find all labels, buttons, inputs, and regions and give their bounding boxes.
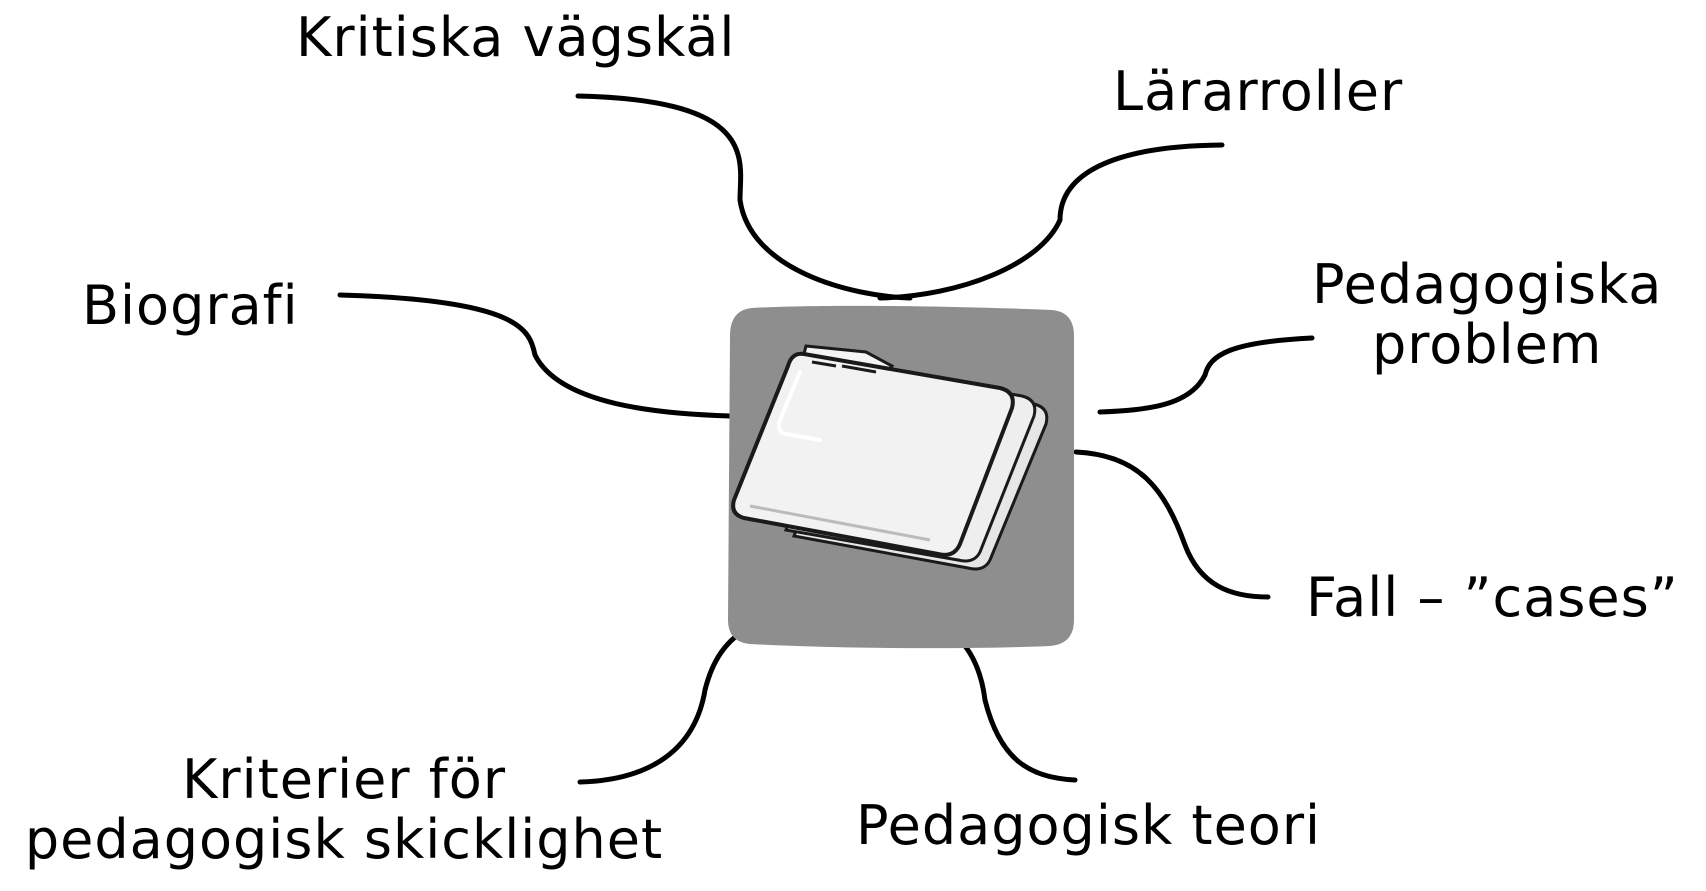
connector-fall xyxy=(1073,449,1271,600)
folder-front xyxy=(731,351,1015,557)
label-kriterier: Kriterier för pedagogisk skicklighet xyxy=(14,750,674,870)
folder-icon xyxy=(728,305,1074,649)
label-pedagogiska-problem-line1: Pedagogiska xyxy=(1312,253,1663,316)
label-lararroller: Lärarroller xyxy=(1113,60,1404,123)
label-pedagogiska-problem: Pedagogiska problem xyxy=(1312,255,1662,375)
connector-lararroller xyxy=(877,142,1225,301)
label-fall-cases: Fall – ”cases” xyxy=(1306,566,1679,629)
label-biografi: Biografi xyxy=(82,274,299,337)
connector-biografi xyxy=(337,292,733,419)
label-kritiska-vagskal: Kritiska vägskäl xyxy=(296,6,736,69)
label-pedagogisk-teori: Pedagogisk teori xyxy=(856,794,1322,857)
connector-kritiska xyxy=(575,93,913,301)
connector-pedagogiska-problem xyxy=(1097,335,1315,415)
label-kriterier-line2: pedagogisk skicklighet xyxy=(24,808,664,871)
label-pedagogiska-problem-line2: problem xyxy=(1371,313,1603,376)
label-kriterier-line1: Kriterier för xyxy=(181,748,507,811)
